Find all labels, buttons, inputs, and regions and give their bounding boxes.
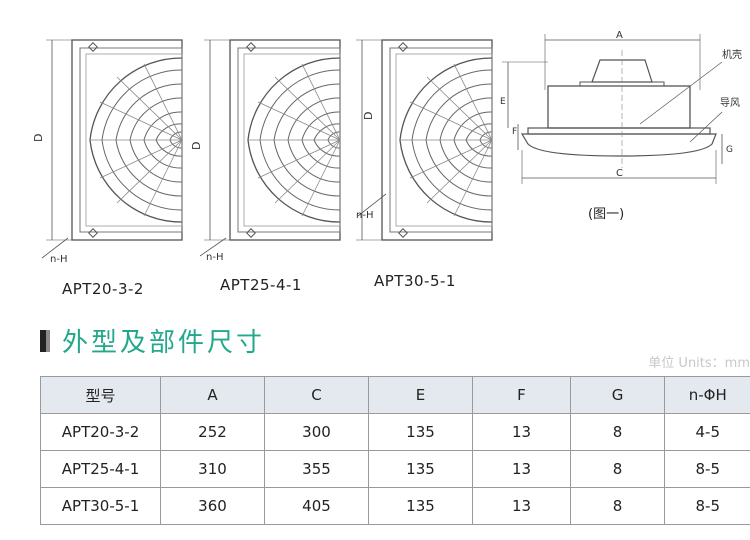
drawing-apt25 xyxy=(199,39,341,257)
dim-d-3: D xyxy=(362,112,375,120)
label-housing: 机壳 xyxy=(722,48,742,61)
heading-bar-accent xyxy=(46,330,50,352)
drawings-svg: D n-H D n-H D n-H xyxy=(32,30,742,265)
side-view-drawing xyxy=(502,34,723,184)
dim-a: A xyxy=(616,30,623,41)
cell-c: 405 xyxy=(264,487,369,525)
header-model: 型号 xyxy=(40,376,161,414)
cell-model: APT25-4-1 xyxy=(40,450,161,488)
units-note: 单位 Units：mm xyxy=(648,356,750,371)
dim-nh-3: n-H xyxy=(356,210,373,221)
dim-c: C xyxy=(616,168,623,179)
header-f: F xyxy=(472,376,571,414)
cell-model: APT30-5-1 xyxy=(40,487,161,525)
cell-e: 135 xyxy=(368,487,473,525)
cell-f: 13 xyxy=(472,413,571,451)
technical-drawings: D n-H D n-H D n-H xyxy=(32,30,742,265)
section-heading: 外型及部件尺寸 xyxy=(40,322,740,362)
cell-f: 13 xyxy=(472,487,571,525)
dim-d-1: D xyxy=(32,134,45,142)
header-c: C xyxy=(264,376,369,414)
cell-nh: 4-5 xyxy=(664,413,750,451)
cell-e: 135 xyxy=(368,413,473,451)
heading-bar xyxy=(40,330,46,352)
cell-c: 355 xyxy=(264,450,369,488)
drawing-apt20 xyxy=(41,39,183,259)
cell-model: APT20-3-2 xyxy=(40,413,161,451)
figure-caption: (图一) xyxy=(588,207,625,222)
cell-g: 8 xyxy=(570,487,665,525)
section-title: 外型及部件尺寸 xyxy=(62,328,266,358)
dim-g: G xyxy=(726,145,733,155)
cell-a: 252 xyxy=(160,413,265,451)
label-vane: 导风 xyxy=(720,97,740,109)
header-e: E xyxy=(368,376,473,414)
cell-f: 13 xyxy=(472,450,571,488)
dim-f: F xyxy=(512,127,517,137)
model-caption-3: APT30-5-1 xyxy=(374,272,456,290)
cell-e: 135 xyxy=(368,450,473,488)
header-a: A xyxy=(160,376,265,414)
cell-nh: 8-5 xyxy=(664,487,750,525)
cell-nh: 8-5 xyxy=(664,450,750,488)
dim-d-2: D xyxy=(190,142,203,150)
cell-c: 300 xyxy=(264,413,369,451)
table-row: APT20-3-2 252 300 135 13 8 4-5 xyxy=(40,413,750,451)
model-caption-1: APT20-3-2 xyxy=(62,280,144,298)
dimensions-table: 型号 A C E F G n-ΦH APT20-3-2 252 300 135 … xyxy=(40,376,750,525)
table-row: APT30-5-1 360 405 135 13 8 8-5 xyxy=(40,487,750,525)
table-row: APT25-4-1 310 355 135 13 8 8-5 xyxy=(40,450,750,488)
cell-a: 360 xyxy=(160,487,265,525)
cell-a: 310 xyxy=(160,450,265,488)
model-caption-2: APT25-4-1 xyxy=(220,276,302,294)
dim-nh-1: n-H xyxy=(50,254,67,265)
header-nh: n-ΦH xyxy=(664,376,750,414)
drawing-apt30 xyxy=(356,39,493,241)
cell-g: 8 xyxy=(570,450,665,488)
dim-e: E xyxy=(500,97,506,107)
table-header-row: 型号 A C E F G n-ΦH xyxy=(40,376,750,414)
dim-nh-2: n-H xyxy=(206,252,223,263)
cell-g: 8 xyxy=(570,413,665,451)
header-g: G xyxy=(570,376,665,414)
